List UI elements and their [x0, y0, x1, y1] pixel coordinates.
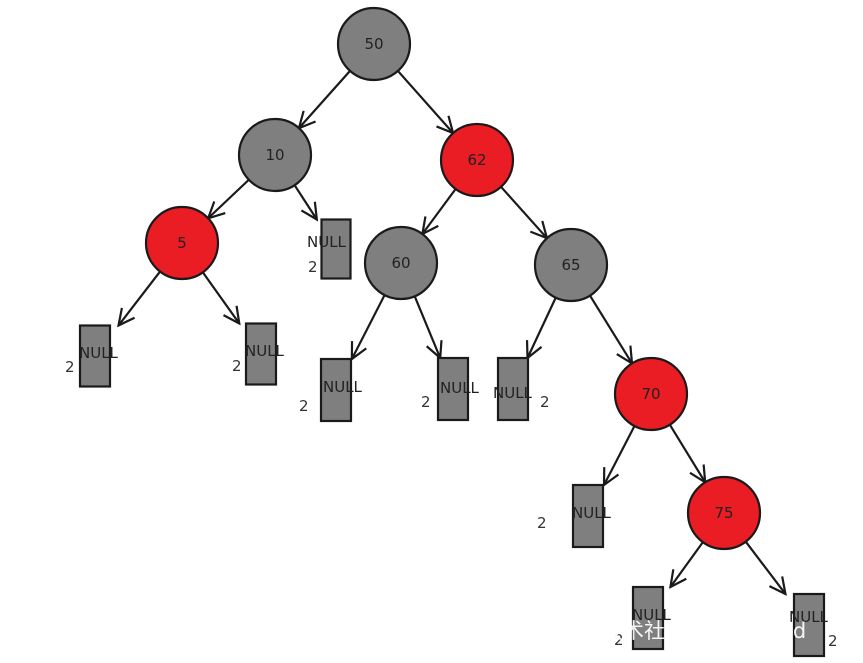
- node-value-label: 65: [561, 256, 580, 274]
- edges: [118, 70, 786, 594]
- null-leaf: NULL 2: [493, 356, 550, 422]
- black-node-circle: [363, 225, 439, 301]
- black-height-label: 2: [828, 632, 838, 650]
- null-leaf: NULL 2: [307, 218, 352, 280]
- black-height-label: 2: [308, 258, 318, 276]
- red-node-circle: [439, 122, 515, 198]
- edge-n5-to-null-5-right: [201, 271, 239, 323]
- node-value-label: 62: [467, 151, 486, 169]
- edge-n62-to-n60: [422, 188, 457, 234]
- red-node-circle: [613, 356, 689, 432]
- null-label: NULL: [440, 379, 480, 397]
- null-label: NULL: [789, 608, 829, 626]
- tree-node-60: 60: [363, 225, 439, 301]
- tree-node-10: 10: [237, 117, 313, 193]
- edge-n75-to-null-75-right: [744, 541, 786, 594]
- tree-node-50: 50: [336, 6, 412, 82]
- null-label: NULL: [245, 342, 285, 360]
- null-leaf: NULL 2: [299, 357, 363, 423]
- null-label: NULL: [307, 233, 347, 251]
- black-node-circle: [336, 6, 412, 82]
- null-leaf-box: [496, 356, 530, 422]
- node-value-label: 10: [265, 146, 284, 164]
- tree-node-62: 62: [439, 122, 515, 198]
- red-node-circle: [144, 205, 220, 281]
- edge-n50-to-n10: [299, 70, 351, 128]
- null-leaf-box: [319, 357, 353, 423]
- edge-n10-to-n5: [208, 178, 250, 219]
- edge-n60-to-null-60-right: [413, 295, 440, 358]
- black-height-label: 2: [65, 358, 75, 376]
- edge-n5-to-null-5-left: [118, 270, 161, 326]
- null-leaf-box: [78, 324, 112, 388]
- black-height-label: 2: [232, 357, 242, 375]
- red-node-circle: [686, 475, 762, 551]
- node-value-label: 5: [177, 234, 187, 252]
- null-label: NULL: [632, 606, 672, 624]
- tree-node-75: 75: [686, 475, 762, 551]
- black-node-circle: [237, 117, 313, 193]
- black-height-label: 2: [537, 514, 547, 532]
- tree-nodes: 50 10 62 5 60 65 70 75: [144, 6, 762, 551]
- tree-node-65: 65: [533, 227, 609, 303]
- null-label: NULL: [493, 384, 533, 402]
- tree-node-70: 70: [613, 356, 689, 432]
- edge-n50-to-n62: [397, 70, 453, 133]
- null-leaf: NULL 2: [614, 585, 672, 651]
- node-value-label: 50: [364, 35, 383, 53]
- edge-n75-to-null-75-left: [670, 541, 704, 587]
- node-value-label: 75: [714, 504, 733, 522]
- edge-n70-to-null-70-left: [604, 425, 636, 485]
- null-leaf-box: [631, 585, 665, 651]
- node-value-label: 70: [641, 385, 660, 403]
- edge-n65-to-null-65-left: [528, 297, 557, 358]
- black-height-label: 2: [421, 393, 431, 411]
- tree-node-5: 5: [144, 205, 220, 281]
- edge-n65-to-n70: [589, 295, 632, 364]
- node-value-label: 60: [391, 254, 410, 272]
- null-label: NULL: [323, 378, 363, 396]
- null-leaf: NULL 2: [789, 592, 838, 658]
- black-height-label: 2: [540, 393, 550, 411]
- null-leaf: NULL 2: [537, 483, 612, 549]
- null-leaf-box: [792, 592, 826, 658]
- edge-n10-to-null-10-right: [293, 184, 317, 219]
- null-leaf-box: [436, 356, 470, 422]
- null-leaf-box: [571, 483, 605, 549]
- null-label: NULL: [79, 344, 119, 362]
- null-label: NULL: [572, 504, 612, 522]
- null-leaf-box: [320, 218, 352, 280]
- black-height-label: 2: [299, 397, 309, 415]
- edge-n70-to-n75: [668, 424, 705, 483]
- null-leaf: NULL 2: [421, 356, 480, 422]
- black-height-label: 2: [614, 631, 624, 649]
- edge-n60-to-null-60-left: [352, 294, 386, 359]
- black-node-circle: [533, 227, 609, 303]
- edge-n62-to-n65: [500, 186, 547, 238]
- null-leaf-box: [244, 322, 278, 386]
- watermark: 掘金技术社区 @ ARcueid: [560, 619, 806, 643]
